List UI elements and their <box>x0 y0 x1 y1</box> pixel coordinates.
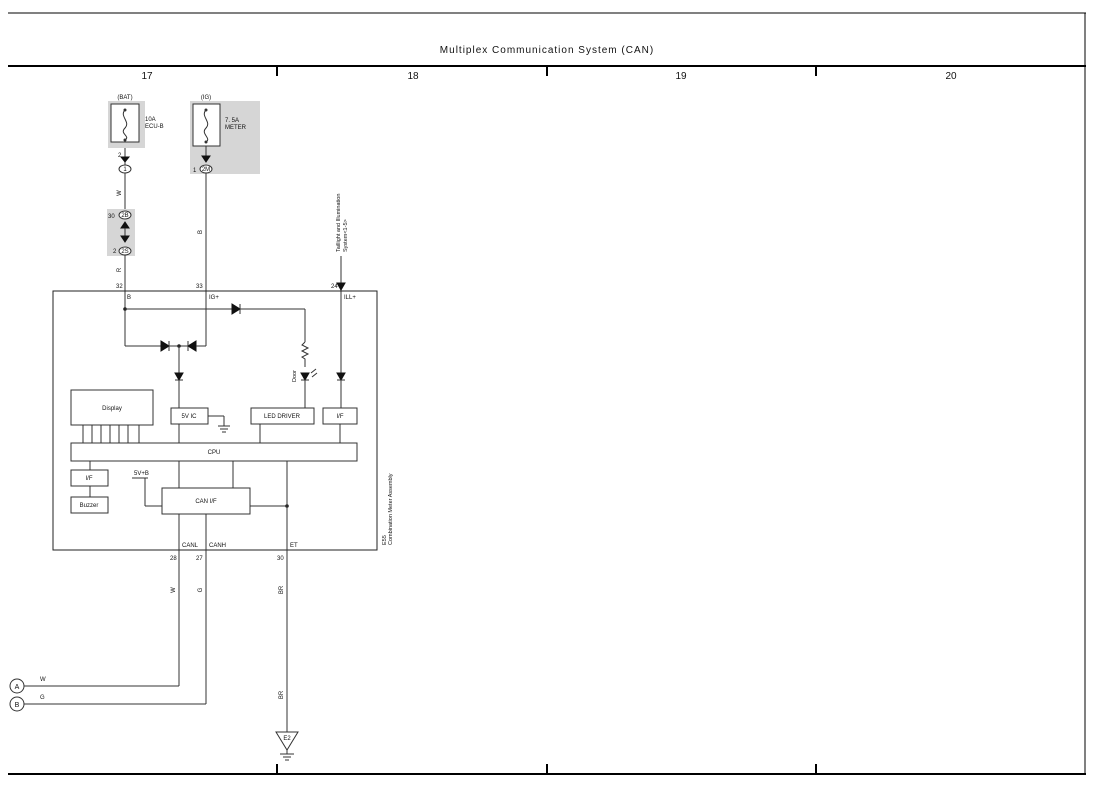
led-door-label: Door <box>292 370 298 382</box>
connector-1-label: 1 <box>123 167 127 173</box>
junction-connector-2b-2s: 30 2B 2 2S <box>107 209 135 256</box>
cpu-block <box>70 442 358 462</box>
pin-label-et: ET <box>290 543 298 549</box>
display-bus-lines <box>82 424 140 444</box>
wire-color-bus-b: G <box>40 695 45 701</box>
fuse-pin-1: 1 <box>193 168 197 174</box>
combination-meter-assembly: E55 Combination Meter Assembly 32 B 33 I… <box>52 284 394 562</box>
column-20: 20 <box>945 71 957 82</box>
wire-color-bat-lower: R <box>117 267 123 272</box>
terminal-b-label: B <box>15 702 20 709</box>
wire-color-bat-upper: W <box>117 190 123 196</box>
junction-pin-top: 30 <box>108 214 115 220</box>
fuse-meter: (IG) 7. 5A METER 1 2M <box>190 95 260 174</box>
pin-label-canh: CANH <box>209 543 226 549</box>
illumination-ref-line1: Taillight and Illumination <box>336 194 342 252</box>
led-driver-block <box>250 407 315 425</box>
terminal-a-label: A <box>15 684 20 691</box>
column-19: 19 <box>675 71 687 82</box>
pin-num-ill: 24 <box>331 284 338 290</box>
wire-color-canh: G <box>198 587 204 592</box>
buzzer-block <box>70 496 109 514</box>
fuse-pin-2: 2 <box>118 153 122 159</box>
diagram-title: Multiplex Communication System (CAN) <box>440 45 654 56</box>
bus-terminal-b: B <box>9 696 25 712</box>
fuse-rating-7-5a: 7. 5A <box>225 118 239 124</box>
cpu-label: CPU <box>208 450 221 456</box>
wire-color-ig: B <box>198 230 204 234</box>
connector-2m-label: 2M <box>202 167 210 173</box>
buzzer-label: Buzzer <box>80 503 99 509</box>
pin-label-b: B <box>127 295 131 301</box>
can-if-block <box>161 487 251 515</box>
pin-num-et: 30 <box>277 556 284 562</box>
fuse-source-bat: (BAT) <box>117 95 132 101</box>
fuse-ecu-b: (BAT) 10A ECU-B <box>108 95 164 148</box>
junction-conn-top: 2B <box>121 213 128 219</box>
pin-label-ig: IG+ <box>209 295 219 301</box>
pin-num-canh: 27 <box>196 556 203 562</box>
column-17: 17 <box>141 71 153 82</box>
column-18: 18 <box>407 71 419 82</box>
can-if-label: CAN I/F <box>195 499 217 505</box>
pin-num-ig: 33 <box>196 284 203 290</box>
fuse-name-ecu-b: ECU-B <box>145 124 164 130</box>
pin-num-canl: 28 <box>170 556 177 562</box>
pin-num-b: 32 <box>116 284 123 290</box>
pin-label-ill: ILL+ <box>344 295 356 301</box>
page-frame <box>8 12 1086 775</box>
ground-e2: E2 <box>275 731 299 761</box>
supply-5v-label: 5V+B <box>134 471 149 477</box>
wire-color-et: BR <box>279 585 285 594</box>
fuse-source-ig: (IG) <box>201 95 211 101</box>
junction-conn-bottom: 2S <box>121 249 128 255</box>
meter-code: E55 <box>382 535 388 545</box>
display-label: Display <box>102 406 122 412</box>
fuse-name-meter: METER <box>225 125 247 131</box>
junction-pin-bottom: 2 <box>113 249 117 255</box>
led-driver-label: LED DRIVER <box>264 414 301 420</box>
meter-name: Combination Meter Assembly <box>388 473 394 545</box>
if-left-label: I/F <box>86 476 93 482</box>
display-block <box>70 389 154 426</box>
ground-label: E2 <box>283 736 291 742</box>
wire-color-et-lower: BR <box>279 690 285 699</box>
fuse-rating-10a: 10A <box>145 117 156 123</box>
pin-label-canl: CANL <box>182 543 199 549</box>
if-right-label: I/F <box>337 414 344 420</box>
5v-ic-label: 5V IC <box>181 414 197 420</box>
wire-color-bus-a: W <box>40 677 46 683</box>
wire-color-canl: W <box>171 587 177 593</box>
bus-terminal-a: A <box>9 678 25 694</box>
illumination-ref-line2: System<1-5> <box>343 219 349 252</box>
